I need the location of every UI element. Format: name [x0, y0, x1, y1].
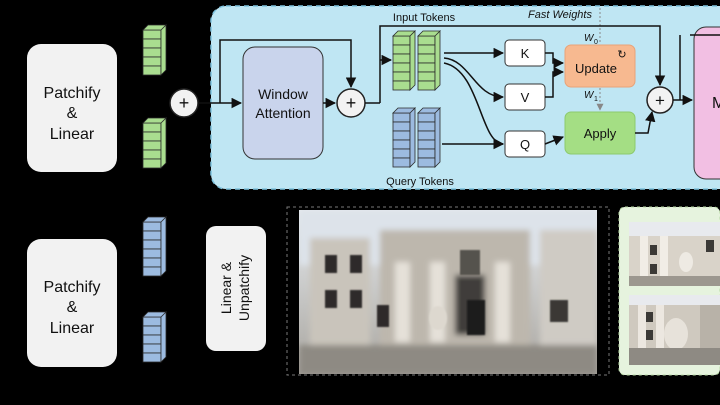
token-cell	[392, 80, 411, 91]
token-cell	[392, 71, 411, 82]
token-cell	[142, 47, 162, 58]
panel-input-token-stack-2	[417, 30, 441, 91]
token-cell	[142, 122, 162, 133]
apply-label: Apply	[584, 126, 617, 141]
token-cell	[142, 29, 162, 40]
patchify-top-label-3: Linear	[50, 126, 95, 143]
token-cell	[142, 239, 162, 250]
fast-weights-label: Fast Weights	[528, 9, 592, 21]
token-stack-side	[142, 216, 167, 277]
input-tokens-label: Input Tokens	[393, 12, 456, 24]
linear-unpatchify-label-2: Unpatchify	[236, 255, 252, 321]
add-node-3-symbol: +	[655, 91, 665, 110]
update-block	[564, 44, 636, 88]
token-cell	[392, 121, 411, 132]
token-cell	[417, 80, 436, 91]
token-cell	[417, 62, 436, 73]
token-stack-side	[392, 107, 416, 168]
token-cell	[392, 62, 411, 73]
token-cell	[417, 121, 436, 132]
window-attention-label-1: Window	[258, 86, 309, 102]
output-token-stack-1	[142, 216, 167, 277]
token-cell	[417, 157, 436, 168]
token-cell	[142, 140, 162, 151]
token-cell	[142, 316, 162, 327]
connector-lines	[198, 25, 720, 150]
token-cell	[417, 130, 436, 141]
token-cell	[142, 149, 162, 160]
token-cell	[417, 35, 436, 46]
token-cell	[417, 53, 436, 64]
patchify-bottom-label-1: Patchify	[44, 279, 101, 296]
input-token-stack-2	[142, 117, 167, 169]
patchify-bottom-label-3: Linear	[50, 320, 95, 337]
token-cell	[392, 130, 411, 141]
value-label: V	[521, 90, 530, 105]
token-cell	[142, 230, 162, 241]
token-cell	[392, 112, 411, 123]
token-cell	[142, 352, 162, 363]
window-attention-block	[242, 46, 324, 160]
token-cell	[417, 148, 436, 159]
token-stack-side	[142, 311, 167, 363]
token-stack-side	[417, 107, 441, 168]
token-cell	[392, 139, 411, 150]
token-cell	[142, 56, 162, 67]
patchify-top-label-2: &	[67, 105, 78, 122]
window-attention-label-2: Attention	[255, 105, 310, 121]
token-cell	[392, 44, 411, 55]
patchify-top-label-1: Patchify	[44, 85, 101, 102]
token-cell	[417, 71, 436, 82]
mlp-block	[693, 26, 720, 180]
thumbnail-bottom-image	[629, 295, 720, 365]
w1-label: W	[584, 90, 595, 101]
patchify-bottom-label-2: &	[67, 299, 78, 316]
linear-unpatchify-label-1: Linear &	[218, 261, 234, 314]
token-cell	[142, 248, 162, 259]
input-token-stack-1	[142, 24, 167, 76]
query-token-stack-2	[417, 107, 441, 168]
token-cell	[142, 266, 162, 277]
token-cell	[142, 65, 162, 76]
token-cell	[142, 334, 162, 345]
patchify-linear-block-top	[27, 44, 117, 172]
thumbnail-top-image	[629, 222, 720, 286]
token-stack-side	[392, 30, 416, 91]
w0-subscript: 0	[594, 39, 598, 46]
token-cell	[142, 343, 162, 354]
token-cell	[417, 139, 436, 150]
w0-label: W	[584, 33, 595, 44]
token-cell	[392, 35, 411, 46]
add-node-1-symbol: +	[179, 93, 190, 113]
output-token-stack-2	[142, 311, 167, 363]
main-render-image	[299, 210, 597, 374]
token-stack-side	[417, 30, 441, 91]
token-cell	[142, 158, 162, 169]
refresh-icon: ↻	[617, 49, 626, 61]
patchify-linear-block-bottom	[27, 239, 117, 367]
token-cell	[417, 112, 436, 123]
token-cell	[142, 221, 162, 232]
token-cell	[142, 131, 162, 142]
token-stack-side	[142, 117, 167, 169]
key-label: K	[521, 46, 530, 61]
token-cell	[392, 148, 411, 159]
w1-subscript: 1	[594, 96, 598, 103]
token-cell	[142, 325, 162, 336]
query-label: Q	[520, 137, 530, 152]
token-cell	[392, 53, 411, 64]
add-node-2-symbol: +	[346, 93, 357, 113]
token-stack-side	[142, 24, 167, 76]
token-cell	[142, 38, 162, 49]
token-cell	[142, 257, 162, 268]
query-tokens-label: Query Tokens	[386, 176, 454, 188]
mlp-label-partial: M	[712, 95, 720, 112]
update-label: Update	[575, 61, 617, 76]
token-cell	[392, 157, 411, 168]
query-token-stack-1	[392, 107, 416, 168]
token-cell	[417, 44, 436, 55]
linear-unpatchify-block	[206, 226, 266, 351]
panel-input-token-stack-1	[392, 30, 416, 91]
